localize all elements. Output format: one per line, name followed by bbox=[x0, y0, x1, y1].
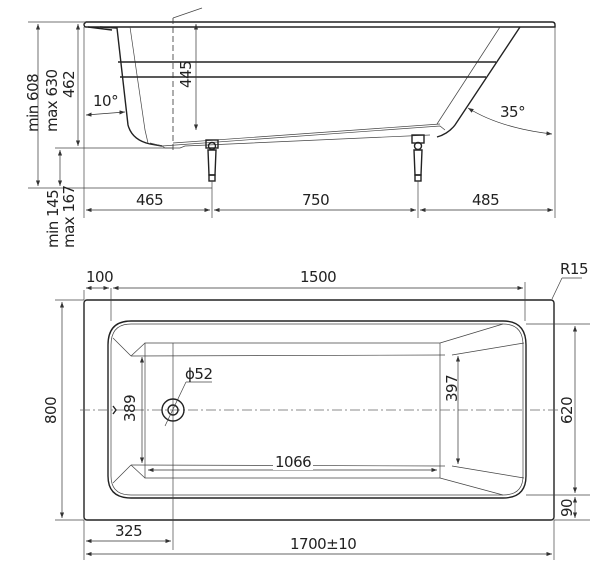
dim-head-width: 389 bbox=[121, 394, 139, 422]
head-wall bbox=[99, 26, 163, 147]
dim-bottom-length: 1066 bbox=[273, 453, 314, 471]
dim-total-width: 800 bbox=[42, 396, 60, 424]
drain-inner bbox=[167, 404, 179, 416]
dim-rim-side: 90 bbox=[558, 498, 576, 517]
dim-max-leg: max 167 bbox=[60, 185, 78, 248]
leg-right bbox=[411, 134, 425, 218]
drain-outer bbox=[161, 398, 185, 422]
dim-min-total: min 608 bbox=[24, 73, 42, 132]
corner-radius: R15 bbox=[560, 260, 589, 278]
dim-inner-depth: 445 bbox=[177, 60, 195, 88]
dim-min-leg: min 145 bbox=[44, 189, 62, 248]
back-wall bbox=[436, 26, 521, 138]
dim-max-total: max 630 bbox=[43, 69, 61, 132]
side-view bbox=[28, 7, 556, 218]
dim-inner-width: 620 bbox=[558, 396, 576, 424]
dim-total-length: 1700±10 bbox=[290, 535, 357, 553]
dim-rim-width: 100 bbox=[86, 268, 114, 286]
dim-tub-height: 462 bbox=[60, 70, 78, 98]
drain-diameter: ϕ52 bbox=[185, 365, 213, 383]
dim-leg-left-offset: 465 bbox=[136, 191, 164, 209]
dim-leg-spacing: 750 bbox=[302, 191, 330, 209]
inner-basin bbox=[107, 320, 527, 499]
dim-foot-width: 397 bbox=[443, 374, 461, 402]
rim-outline bbox=[83, 21, 556, 28]
dim-inner-length: 1500 bbox=[300, 268, 337, 286]
angle-back: 35° bbox=[500, 103, 526, 121]
leg-left bbox=[205, 139, 219, 218]
dim-drain-offset: 325 bbox=[115, 522, 143, 540]
dim-leg-right-offset: 485 bbox=[472, 191, 500, 209]
angle-head: 10° bbox=[93, 92, 119, 110]
